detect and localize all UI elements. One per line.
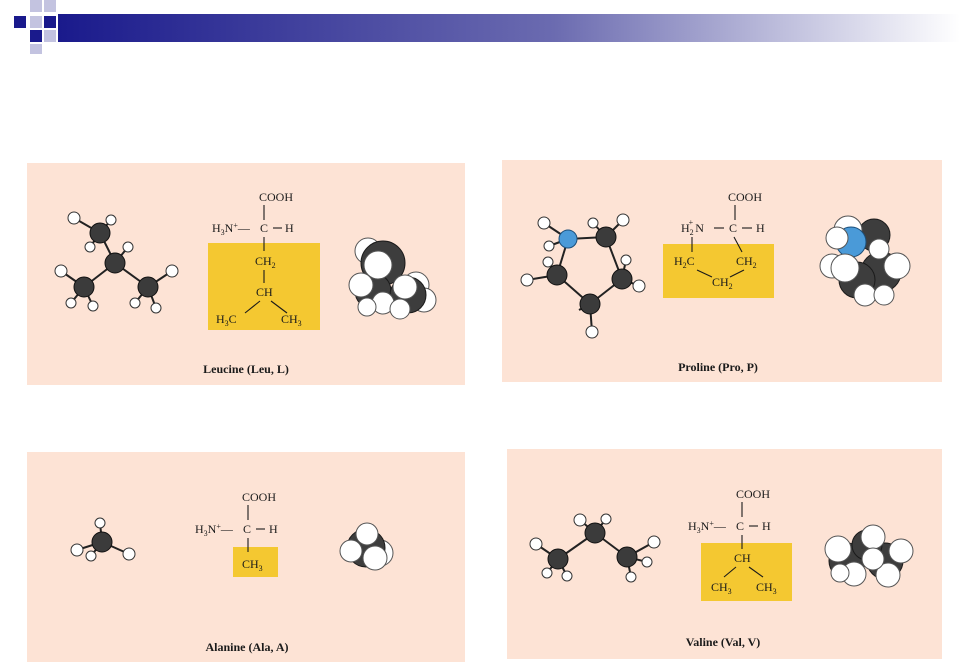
header-logo-squares bbox=[14, 0, 56, 54]
alanine-ch3: CH3 bbox=[242, 557, 263, 573]
leucine-space-filling-model bbox=[348, 237, 437, 320]
leucine-alpha-carbon: C bbox=[260, 221, 268, 235]
valine-caption: Valine (Val, V) bbox=[686, 635, 761, 649]
proline-caption: Proline (Pro, P) bbox=[678, 360, 758, 374]
header-gradient-bar bbox=[58, 14, 960, 42]
leucine-caption: Leucine (Leu, L) bbox=[203, 362, 289, 376]
alanine-side-chain-highlight bbox=[233, 547, 278, 577]
proline-cooh: COOH bbox=[728, 190, 762, 204]
alanine-structural-formula: COOH H3N+— C H CH3 bbox=[195, 490, 278, 577]
valine-side-chain-highlight bbox=[701, 543, 792, 601]
valine-alpha-hydrogen: H bbox=[762, 519, 771, 533]
proline-alpha-carbon: C bbox=[729, 221, 737, 235]
alanine-alpha-carbon: C bbox=[243, 522, 251, 536]
proline-amine-group: H2+N bbox=[681, 218, 704, 237]
proline-ball-stick-model bbox=[520, 213, 646, 339]
valine-figure: COOH H3N+— C H CH CH3 CH3 Valine (Val, V bbox=[529, 487, 914, 649]
proline-figure: COOH H2+N C H H2C CH2 CH2 bbox=[520, 190, 911, 374]
alanine-alpha-hydrogen: H bbox=[269, 522, 278, 536]
alanine-space-filling-model bbox=[339, 522, 394, 571]
leucine-ch2: CH2 bbox=[255, 254, 276, 270]
proline-side-chain-highlight bbox=[663, 244, 774, 298]
valine-space-filling-model bbox=[824, 524, 914, 588]
leucine-structural-formula: COOH H3N+— C H CH2 CH H3C CH3 bbox=[208, 190, 320, 330]
proline-space-filling-model bbox=[819, 215, 911, 307]
valine-cooh: COOH bbox=[736, 487, 770, 501]
proline-ring-ch2-left: H2C bbox=[674, 254, 695, 270]
alanine-cooh: COOH bbox=[242, 490, 276, 504]
proline-alpha-hydrogen: H bbox=[756, 221, 765, 235]
leucine-methyl-left: H3C bbox=[216, 312, 237, 328]
header-banner bbox=[14, 0, 960, 54]
panel-proline: COOH H2+N C H H2C CH2 CH2 bbox=[502, 160, 942, 382]
leucine-figure: COOH H3N+— C H CH2 CH H3C CH3 bbox=[54, 190, 437, 376]
leucine-ball-stick-model bbox=[54, 211, 179, 314]
leucine-alpha-hydrogen: H bbox=[285, 221, 294, 235]
leucine-ch: CH bbox=[256, 285, 273, 299]
leucine-methyl-right: CH3 bbox=[281, 312, 302, 328]
valine-structural-formula: COOH H3N+— C H CH CH3 CH3 bbox=[688, 487, 792, 601]
alanine-caption: Alanine (Ala, A) bbox=[205, 640, 288, 654]
panel-alanine: COOH H3N+— C H CH3 Alanine (Ala, A) bbox=[27, 452, 465, 662]
leucine-amine-group: H3N+— bbox=[212, 221, 251, 237]
alanine-ball-stick-model bbox=[70, 517, 136, 562]
leucine-cooh: COOH bbox=[259, 190, 293, 204]
proline-ring-ch2-bottom: CH2 bbox=[712, 275, 733, 291]
alanine-amine-group: H3N+— bbox=[195, 522, 234, 538]
valine-amine-group: H3N+— bbox=[688, 519, 727, 535]
valine-alpha-carbon: C bbox=[736, 519, 744, 533]
valine-methyl-left: CH3 bbox=[711, 580, 732, 596]
leucine-side-chain-highlight bbox=[208, 243, 320, 330]
alanine-figure: COOH H3N+— C H CH3 Alanine (Ala, A) bbox=[70, 490, 394, 654]
panel-leucine: COOH H3N+— C H CH2 CH H3C CH3 bbox=[27, 163, 465, 385]
proline-ring-ch2-right: CH2 bbox=[736, 254, 757, 270]
valine-ball-stick-model bbox=[529, 513, 661, 583]
valine-methyl-right: CH3 bbox=[756, 580, 777, 596]
valine-ch: CH bbox=[734, 551, 751, 565]
proline-structural-formula: COOH H2+N C H H2C CH2 CH2 bbox=[663, 190, 774, 298]
panel-valine: COOH H3N+— C H CH CH3 CH3 Valine (Val, V bbox=[507, 449, 942, 659]
